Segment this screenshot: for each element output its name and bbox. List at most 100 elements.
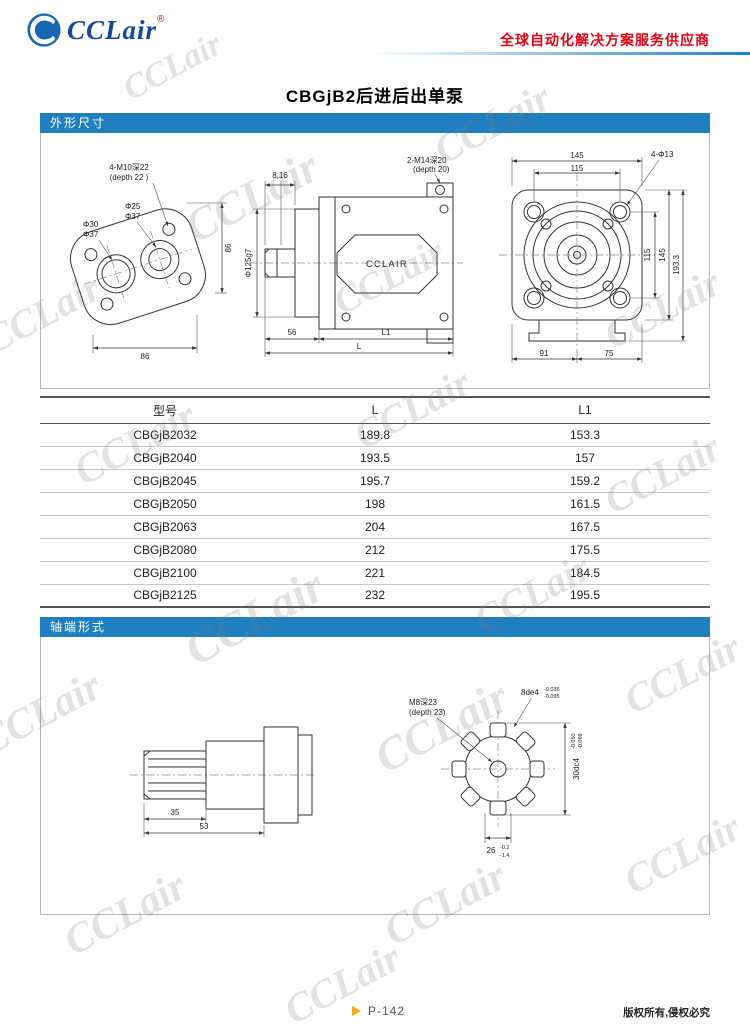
spline-geometry	[451, 722, 545, 816]
tolerance-label: -1.4	[500, 853, 509, 859]
annotation: 2-M14深20	[407, 156, 447, 165]
table-cell: CBGjB2063	[40, 515, 290, 539]
rear-view-drawing: 145 115 4-Φ13 115 145 193.3 91 75	[499, 150, 687, 363]
copyright-notice: 版权所有,侵权必究	[623, 1007, 710, 1019]
table-cell: 157	[460, 446, 710, 470]
col-header-model: 型号	[40, 396, 290, 424]
annotation: (depth 22 )	[110, 173, 149, 182]
annotation: 4-M10深22	[109, 163, 149, 172]
table-cell: CBGjB2125	[40, 584, 290, 608]
dim-label: Φ25	[125, 202, 141, 211]
pump-side-geometry	[264, 182, 454, 344]
table-cell: 195.5	[460, 584, 710, 608]
dim-label: 30dc4	[572, 758, 581, 780]
shaft-side-drawing: 35 53	[130, 726, 316, 837]
dim-label: 145	[658, 248, 667, 262]
table-cell: 221	[290, 561, 460, 585]
footer: P-142 版权所有,侵权必究	[0, 1002, 750, 1024]
dim-label: 26	[487, 846, 496, 855]
dim-label: 115	[643, 248, 652, 261]
shaft-geometry	[143, 726, 313, 824]
table-cell: CBGjB2032	[40, 423, 290, 447]
brand-logo: CCLair ®	[26, 12, 164, 48]
dim-label: 86	[141, 352, 150, 361]
table-cell: 232	[290, 584, 460, 608]
page-number-text: P-142	[368, 1004, 406, 1018]
col-header-L1: L1	[460, 396, 710, 424]
table-header-row: 型号 L L1	[40, 396, 710, 424]
triangle-right-icon	[352, 1006, 361, 1016]
table-cell: 167.5	[460, 515, 710, 539]
dim-label: 56	[288, 328, 297, 337]
registered-mark: ®	[157, 14, 165, 25]
annotation: 8de4	[521, 688, 539, 697]
annotation: 4-Φ13	[651, 150, 674, 159]
col-header-L: L	[290, 396, 460, 424]
section-bar-shaft-end: 轴端形式	[40, 617, 710, 637]
section-title: 轴端形式	[50, 620, 107, 634]
section-bar-outline-dimensions: 外形尺寸	[40, 113, 710, 133]
shaft-end-drawing-panel: 35 53	[40, 637, 710, 915]
annotation: (depth 20)	[413, 165, 450, 174]
dim-label: Φ30	[83, 220, 99, 229]
table-cell: 153.3	[460, 423, 710, 447]
table-cell: 193.5	[290, 446, 460, 470]
table-cell: 198	[290, 492, 460, 516]
logo-text: CCLair	[67, 15, 158, 45]
dim-label: L1	[382, 328, 391, 337]
logo-icon	[27, 13, 61, 47]
annotation: (depth 23)	[409, 708, 446, 717]
table-cell: 204	[290, 515, 460, 539]
dim-label: 145	[570, 151, 584, 160]
dim-label: L	[357, 342, 362, 351]
header: CCLair ® 全球自动化解决方案服务供应商	[0, 0, 750, 62]
dim-label: Φ125g7	[244, 248, 253, 277]
dim-label: 35	[171, 808, 180, 817]
annotation: M8深23	[409, 698, 438, 707]
center-lines	[499, 173, 655, 351]
center-lines	[83, 230, 193, 303]
dim-label: 8,16	[272, 171, 288, 180]
tolerance-label: -0.089	[578, 733, 584, 749]
table-cell: CBGjB2050	[40, 492, 290, 516]
section-title: 外形尺寸	[50, 116, 107, 130]
tolerance-label: -0.035	[544, 687, 560, 693]
front-view-drawing: 4-M10深22 (depth 22 ) Φ30 Φ37 Φ25 Φ37 86 …	[69, 163, 233, 361]
table-cell: CBGjB2080	[40, 538, 290, 562]
dim-label: 75	[605, 349, 614, 358]
page-title: CBGjB2后进后出单泵	[285, 87, 465, 106]
table-cell: 212	[290, 538, 460, 562]
company-tagline: 全球自动化解决方案服务供应商	[500, 32, 710, 48]
dim-label: 86	[224, 243, 233, 252]
dim-label: 53	[200, 822, 209, 831]
outline-drawing-panel: 4-M10深22 (depth 22 ) Φ30 Φ37 Φ25 Φ37 86 …	[40, 133, 710, 389]
dim-label: Φ37	[83, 230, 99, 239]
dim-label: Φ37	[125, 212, 141, 221]
table-cell: 161.5	[460, 492, 710, 516]
dim-label: 115	[571, 164, 584, 173]
table-cell: CBGjB2100	[40, 561, 290, 585]
tolerance-label: -0.2	[500, 845, 509, 851]
page-number: P-142	[352, 1004, 405, 1018]
table-cell: CBGjB2040	[40, 446, 290, 470]
table-cell: 175.5	[460, 538, 710, 562]
table-cell: 189.8	[290, 423, 460, 447]
side-view-drawing: CCLAIR 8,16 2-M14深20 (depth 20) Φ125g7 5…	[244, 156, 463, 357]
tolerance-label: -0.050	[571, 733, 577, 749]
tolerance-label: -0.095	[544, 694, 560, 700]
header-rule	[370, 52, 750, 55]
table-cell: CBGjB2045	[40, 469, 290, 493]
dim-label: 193.3	[672, 254, 681, 275]
table-cell: 195.7	[290, 469, 460, 493]
